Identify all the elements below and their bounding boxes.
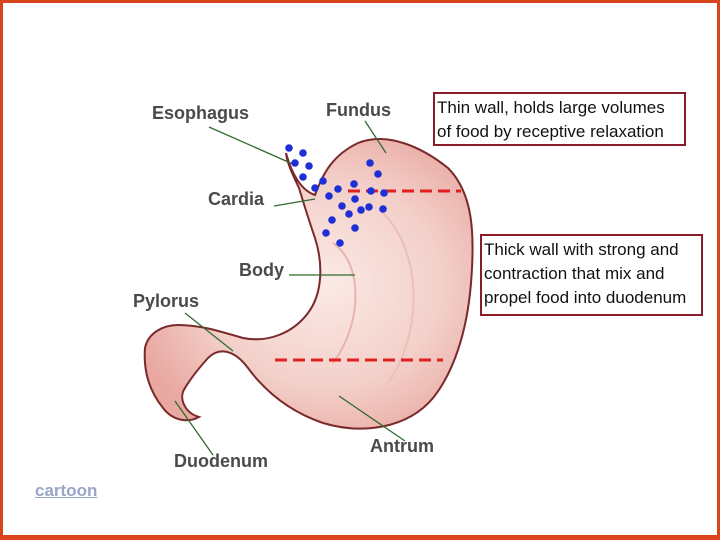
antrum-label: Antrum xyxy=(370,436,434,456)
stomach-fold xyxy=(332,242,357,364)
cartoon-link[interactable]: cartoon xyxy=(35,481,98,500)
fundus-dots xyxy=(285,144,388,247)
cardia-leader-line xyxy=(273,198,316,207)
stomach-diagram xyxy=(143,120,474,456)
esophagus-leader-line xyxy=(208,126,296,166)
stomach-shape xyxy=(143,138,474,430)
fundus-leader-line xyxy=(364,120,387,154)
fundus-label: Fundus xyxy=(326,100,391,120)
fundus-note-box: Thin wall, holds large volumes of food b… xyxy=(433,92,686,146)
esophagus-label: Esophagus xyxy=(152,103,250,123)
cardia-label: Cardia xyxy=(208,189,265,209)
pylorus-label: Pylorus xyxy=(133,291,200,311)
antrum-note-line: Thick wall with strong and xyxy=(484,240,679,259)
pylorus-leader-line xyxy=(184,312,234,352)
antrum-leader-line xyxy=(338,395,406,442)
body-label: Body xyxy=(239,260,284,280)
fundus-note-line: of food by receptive relaxation xyxy=(437,122,664,141)
duodenum-label: Duodenum xyxy=(174,451,268,471)
stomach-fold xyxy=(382,212,415,384)
antrum-note-line: propel food into duodenum xyxy=(484,288,687,307)
antrum-note-box: Thick wall with strong and contraction t… xyxy=(480,234,703,316)
antrum-note-line: contraction that mix and xyxy=(484,264,665,283)
fundus-note-line: Thin wall, holds large volumes xyxy=(437,98,665,117)
duodenum-leader-line xyxy=(174,400,214,456)
